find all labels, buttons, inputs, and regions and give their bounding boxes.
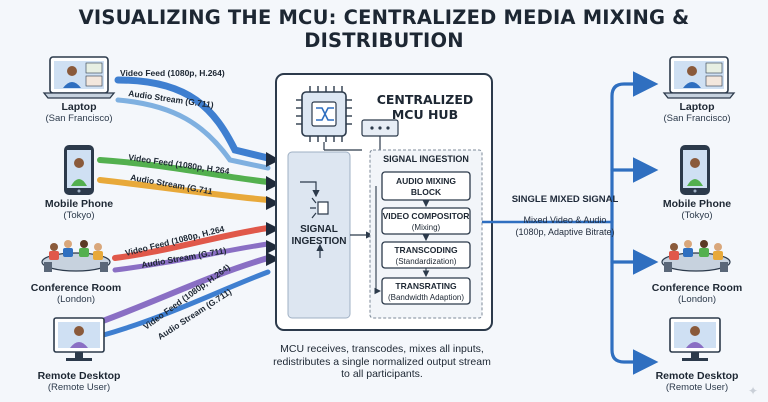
device-location: (San Francisco) — [663, 113, 731, 124]
step-audio-mixing: AUDIO MIXING BLOCK — [381, 171, 471, 201]
ingestion-column — [287, 151, 351, 319]
device-name: Remote Desktop — [655, 370, 739, 382]
input-laptop-label: Laptop (San Francisco) — [19, 101, 139, 125]
step-title: TRANSRATING — [395, 281, 457, 291]
mobile-phone-icon — [64, 145, 94, 195]
step-transrating: TRANSRATING (Bandwidth Adaption) — [381, 277, 471, 305]
flow-laptop-audio — [115, 97, 271, 171]
device-location: (London) — [56, 294, 96, 305]
flow-label-laptop-video: Video Feed (1080p, H.264) — [120, 68, 225, 78]
input-arrowheads — [266, 152, 280, 266]
input-remote-label: Remote Desktop (Remote User) — [19, 370, 139, 394]
input-conference-label: Conference Room (London) — [16, 282, 136, 306]
output-conference-label: Conference Room (London) — [637, 282, 757, 306]
ingestion-icon — [310, 197, 329, 219]
device-name: Laptop — [61, 101, 97, 113]
input-flows — [97, 76, 272, 339]
device-location: (Remote User) — [665, 382, 729, 393]
diagram-title: VISUALIZING THE MCU: CENTRALIZED MEDIA M… — [78, 6, 690, 52]
chip-icon — [296, 86, 352, 142]
step-sub: (Standardization) — [396, 257, 457, 266]
device-name: Laptop — [679, 101, 715, 113]
device-name: Remote Desktop — [37, 370, 121, 382]
mobile-phone-icon — [680, 145, 710, 195]
flow-conference-video — [112, 225, 271, 261]
laptop-icon — [662, 56, 736, 99]
step-title: VIDEO COMPOSITOR — [383, 211, 470, 221]
output-signal-label: SINGLE MIXED SIGNAL Mixed Video & Audio … — [510, 194, 620, 238]
desktop-monitor-icon — [669, 317, 721, 361]
flow-label-mobile-video: Video Feed (1080p, H.264 — [128, 152, 231, 176]
device-name: Conference Room — [651, 282, 743, 294]
caption-line1: MCU receives, transcodes, mixes all inpu… — [280, 343, 484, 355]
step-title: AUDIO MIXING — [396, 176, 456, 186]
flow-remote-video — [97, 255, 271, 325]
step-sub: BLOCK — [411, 187, 442, 197]
hub-caption: MCU receives, transcodes, mixes all inpu… — [244, 343, 520, 381]
hub-title-line1: CENTRALIZED — [376, 92, 474, 107]
caption-line2: redistributes a single normalized output… — [273, 355, 491, 368]
conference-room-icon — [661, 240, 731, 272]
output-signal-line1: Mixed Video & Audio — [523, 215, 607, 225]
flow-remote-audio — [97, 269, 271, 339]
flow-conference-audio — [112, 241, 271, 273]
flow-laptop-video — [114, 76, 272, 162]
ingestion-label-2: INGESTION — [291, 236, 346, 247]
device-location: (Tokyo) — [681, 210, 713, 221]
output-signal-title: SINGLE MIXED SIGNAL — [511, 194, 619, 205]
output-signal-line2: (1080p, Adaptive Bitrate) — [515, 227, 615, 237]
device-location: (Remote User) — [47, 382, 111, 393]
process-steps: AUDIO MIXING BLOCK VIDEO COMPOSITOR (Mix… — [374, 171, 471, 305]
flow-label-laptop-audio: Audio Stream (G.711) — [128, 88, 215, 110]
output-laptop-label: Laptop (San Francisco) — [637, 101, 757, 125]
ingestion-arrows — [300, 181, 324, 258]
device-location: (Tokyo) — [63, 210, 95, 221]
caption-line3: to all participants. — [341, 368, 423, 380]
device-name: Mobile Phone — [44, 198, 114, 210]
step-video-compositor: VIDEO COMPOSITOR (Mixing) — [381, 207, 471, 235]
step-title: TRANSCODING — [394, 245, 458, 255]
output-mobile-label: Mobile Phone (Tokyo) — [637, 198, 757, 222]
input-mobile-label: Mobile Phone (Tokyo) — [19, 198, 139, 222]
device-location: (San Francisco) — [45, 113, 113, 124]
hub-title-line2: MCU HUB — [391, 107, 459, 122]
hub-title: CENTRALIZED MCU HUB — [370, 92, 480, 122]
ingestion-label-1: SIGNAL — [300, 224, 338, 235]
inner-title: SIGNAL INGESTION — [383, 154, 469, 164]
router-icon — [323, 119, 399, 151]
step-sub: (Mixing) — [412, 223, 441, 232]
device-location: (London) — [677, 294, 717, 305]
flow-mobile-video — [97, 157, 271, 185]
desktop-monitor-icon — [53, 317, 105, 361]
sparkle-icon: ✦ — [748, 384, 759, 398]
output-remote-label: Remote Desktop (Remote User) — [637, 370, 757, 394]
output-branches — [610, 71, 659, 375]
flow-mobile-audio — [97, 177, 271, 203]
device-name: Mobile Phone — [662, 198, 732, 210]
step-sub: (Bandwidth Adaption) — [388, 293, 464, 302]
step-transcoding: TRANSCODING (Standardization) — [381, 241, 471, 269]
laptop-icon — [42, 56, 116, 99]
device-name: Conference Room — [30, 282, 122, 294]
conference-room-icon — [41, 240, 111, 272]
